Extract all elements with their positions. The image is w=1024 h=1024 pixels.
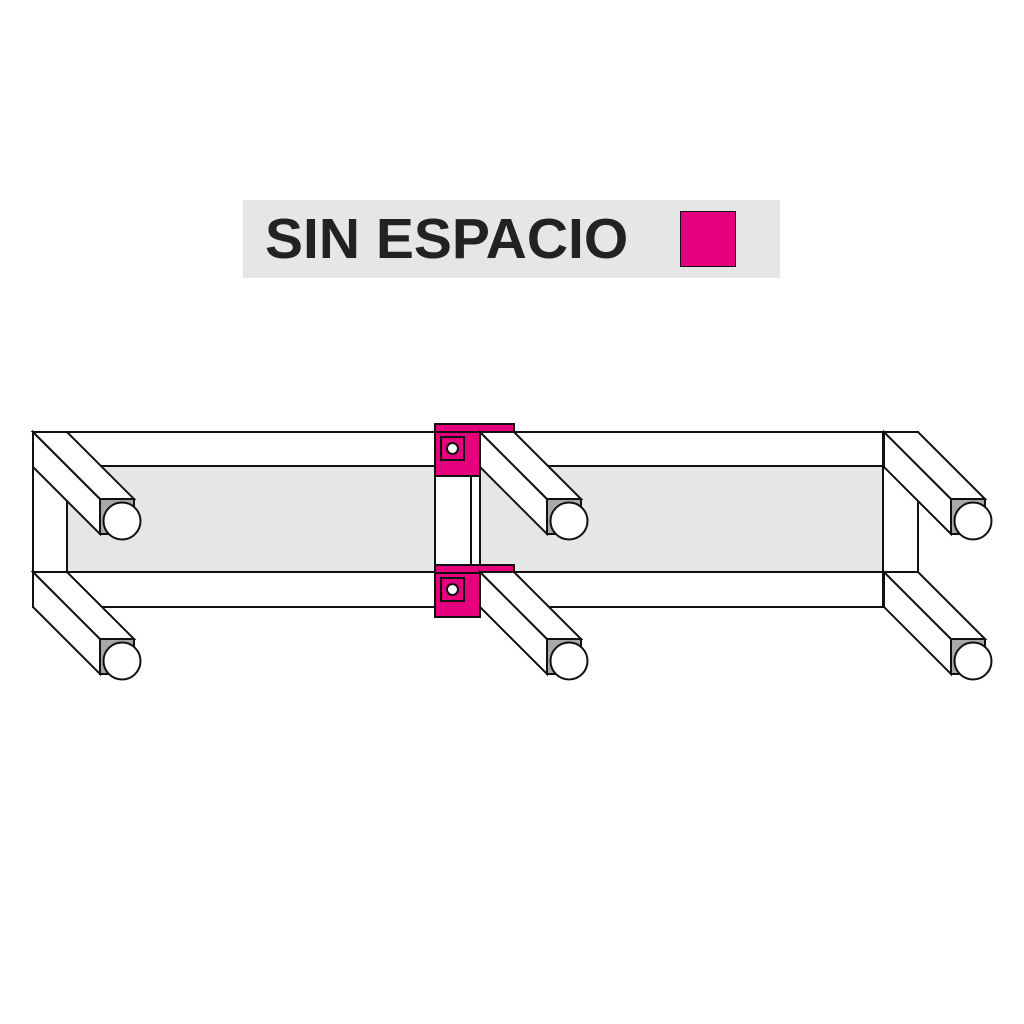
hanger-arm — [30, 429, 142, 541]
legend-color-swatch — [680, 211, 736, 267]
connector-bracket-bottom — [434, 564, 515, 618]
arm-end-cap — [102, 501, 142, 541]
arm-end-cap — [549, 501, 589, 541]
legend-box: SIN ESPACIO — [243, 200, 780, 278]
legend-label: SIN ESPACIO — [265, 207, 629, 271]
connectors — [434, 423, 515, 618]
hanger-arm — [881, 569, 993, 681]
arms — [30, 429, 993, 681]
connector-spine — [434, 475, 481, 573]
arm-end-cap — [102, 641, 142, 681]
hanger-arm — [477, 429, 589, 541]
arm-end-cap — [549, 641, 589, 681]
connector-bracket-top — [434, 423, 515, 477]
screw-hole-icon — [446, 442, 459, 455]
arm-end-cap — [953, 501, 993, 541]
arm-end-cap — [953, 641, 993, 681]
hanger-arm — [30, 569, 142, 681]
screw-hole-icon — [446, 583, 459, 596]
hanger-arm — [881, 429, 993, 541]
hanger-arm — [477, 569, 589, 681]
